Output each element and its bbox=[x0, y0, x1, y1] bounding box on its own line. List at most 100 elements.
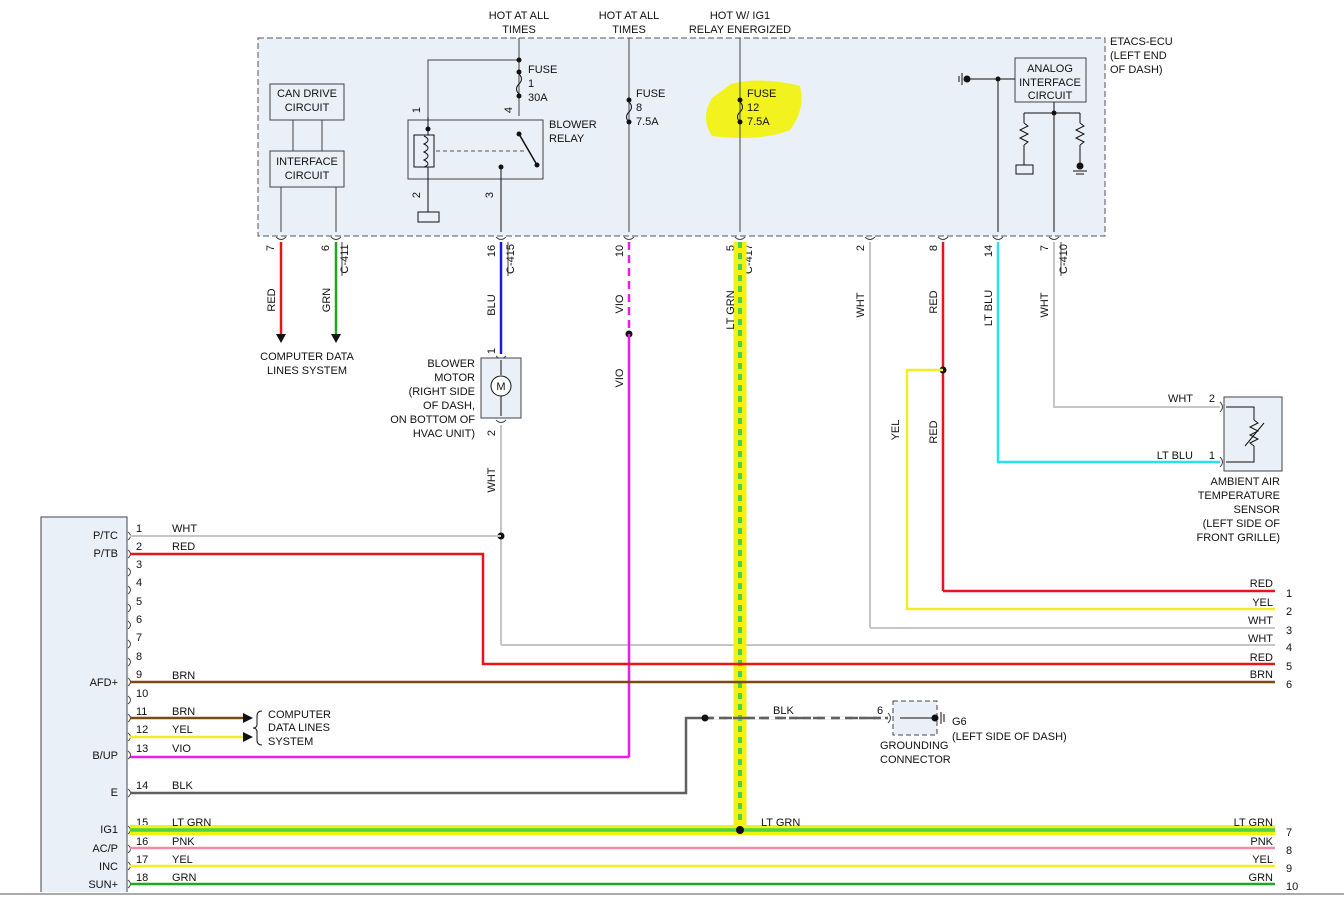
right-pin-6: 6 bbox=[1286, 679, 1292, 691]
wire-label-18: GRN bbox=[172, 872, 197, 884]
module-pin-3: 3 bbox=[136, 559, 142, 571]
sensor-label-4: (LEFT SIDE OF bbox=[1203, 518, 1281, 530]
module-pin-11: 11 bbox=[136, 706, 147, 718]
fuse-8-symbol bbox=[626, 101, 632, 123]
wire-label-14: BLK bbox=[172, 780, 193, 792]
relay-pin-3: 3 bbox=[484, 192, 496, 198]
label-ltgrn: LT GRN bbox=[725, 290, 737, 329]
relay-ground-icon bbox=[417, 211, 440, 223]
sensor-pin-1: 1 bbox=[1209, 450, 1215, 462]
module-pin-4: 4 bbox=[136, 577, 142, 589]
module-pin-6: 6 bbox=[136, 614, 142, 626]
label-red1: RED bbox=[266, 288, 278, 311]
ecu-name-2: (LEFT END bbox=[1110, 50, 1167, 62]
right-wire-6: BRN bbox=[1250, 669, 1273, 681]
module-pin-2: 2 bbox=[136, 541, 142, 553]
sensor-label-5: FRONT GRILLE) bbox=[1196, 532, 1280, 544]
right-wire-5: RED bbox=[1250, 652, 1273, 664]
ecu-name-1: ETACS-ECU bbox=[1110, 36, 1173, 48]
interface-circuit-block bbox=[269, 150, 345, 188]
module-pin-9: 9 bbox=[136, 669, 142, 681]
ecu-pin-10: 10 bbox=[614, 245, 626, 257]
analog-interface-circuit-block bbox=[1014, 57, 1087, 103]
wire-ltblu bbox=[996, 242, 1220, 464]
ecu-pin-16: 16 bbox=[486, 245, 498, 257]
wire-label-15: LT GRN bbox=[172, 817, 211, 829]
module-label-afd: AFD+ bbox=[90, 677, 118, 689]
ground-connector-1: GROUNDING bbox=[880, 740, 948, 752]
sensor-label-1: AMBIENT AIR bbox=[1211, 476, 1281, 488]
analog-label-3: CIRCUIT bbox=[1028, 90, 1073, 102]
label-red2: RED bbox=[928, 290, 940, 313]
ground-symbol-icon bbox=[963, 75, 971, 83]
ecu-pin-6: 6 bbox=[320, 245, 332, 251]
module-pin-1: 1 bbox=[136, 523, 142, 535]
wire-label-9: BRN bbox=[172, 670, 195, 682]
module-pin-17: 17 bbox=[136, 854, 148, 866]
sensor-wire-1: LT BLU bbox=[1157, 450, 1193, 462]
ground-location: (LEFT SIDE OF DASH) bbox=[952, 731, 1067, 743]
computer-data-1b: LINES SYSTEM bbox=[267, 365, 347, 377]
connector-c415: C-415 bbox=[505, 244, 517, 274]
wire-label-12: YEL bbox=[172, 724, 193, 736]
relay-label-1: BLOWER bbox=[549, 119, 597, 131]
wire-wht-sensor bbox=[1053, 242, 1220, 408]
resistor-2-icon bbox=[1074, 122, 1086, 146]
fuse1-label: FUSE bbox=[528, 64, 557, 76]
computer-data-2c: SYSTEM bbox=[268, 736, 313, 748]
ecu-pin-8: 8 bbox=[928, 245, 940, 251]
relay-pin-4: 4 bbox=[503, 107, 515, 113]
module-pin-16: 16 bbox=[136, 836, 148, 848]
analog-label-1: ANALOG bbox=[1027, 63, 1073, 75]
wire-label-16: PNK bbox=[172, 836, 195, 848]
label-red3: RED bbox=[928, 420, 940, 443]
can-drive-circuit-block bbox=[269, 83, 345, 121]
motor-pin-1: 1 bbox=[486, 348, 498, 354]
right-wire-8: PNK bbox=[1250, 836, 1273, 848]
module-pin-14: 14 bbox=[136, 780, 148, 792]
module-pin-10: 10 bbox=[136, 688, 148, 700]
right-pin-8: 8 bbox=[1286, 845, 1292, 857]
module-label-sun: SUN+ bbox=[88, 879, 118, 891]
ground-connector-2: CONNECTOR bbox=[880, 754, 951, 766]
wire-label-17: YEL bbox=[172, 854, 193, 866]
etacs-ecu-box bbox=[257, 37, 1106, 237]
label-blu: BLU bbox=[486, 294, 498, 315]
fuse-12-symbol bbox=[737, 101, 743, 123]
sensor-label-3: SENSOR bbox=[1234, 504, 1281, 516]
motor-label-4: OF DASH, bbox=[423, 400, 475, 412]
fuse12-num: 12 bbox=[747, 102, 759, 114]
ecu-pin-14: 14 bbox=[983, 245, 995, 257]
module-label-inc: INC bbox=[99, 861, 118, 873]
hot-at-all-times-2a: HOT AT ALL bbox=[599, 10, 660, 22]
motor-pin-2: 2 bbox=[486, 430, 498, 436]
motor-label-6: HVAC UNIT) bbox=[413, 428, 475, 440]
analog-label-2: INTERFACE bbox=[1019, 77, 1081, 89]
module-pin-18: 18 bbox=[136, 872, 148, 884]
ecu-pin-7: 7 bbox=[265, 245, 277, 251]
module-label-bup: B/UP bbox=[92, 750, 118, 762]
sensor-wire-2: WHT bbox=[1168, 393, 1193, 405]
module-label-e: E bbox=[111, 787, 118, 799]
motor-symbol: M bbox=[496, 381, 505, 393]
g6-ground-icon bbox=[931, 714, 939, 722]
module-pin-12: 12 bbox=[136, 724, 148, 736]
motor-label-2: MOTOR bbox=[434, 372, 475, 384]
hot-at-all-times-1b: TIMES bbox=[502, 24, 536, 36]
wire-yel bbox=[905, 368, 1275, 611]
computer-data-2a: COMPUTER bbox=[268, 709, 331, 721]
connector-c411: C-411 bbox=[339, 244, 351, 273]
fuse1-num: 1 bbox=[528, 78, 534, 90]
label-wht3: WHT bbox=[1039, 292, 1051, 317]
wire-label-13: VIO bbox=[172, 743, 191, 755]
module-label-ig1: IG1 bbox=[100, 824, 118, 836]
right-pin-2: 2 bbox=[1286, 606, 1292, 618]
ecu-pin-2: 2 bbox=[855, 245, 867, 251]
right-wire-2: YEL bbox=[1252, 597, 1273, 609]
label-vio2: VIO bbox=[614, 368, 626, 387]
ecu-pin-5: 5 bbox=[725, 245, 737, 251]
sensor-pin-2: 2 bbox=[1209, 393, 1215, 405]
ground-wire-label: BLK bbox=[773, 705, 794, 717]
fuse12-amps: 7.5A bbox=[747, 116, 770, 128]
right-pin-10: 10 bbox=[1286, 881, 1298, 893]
